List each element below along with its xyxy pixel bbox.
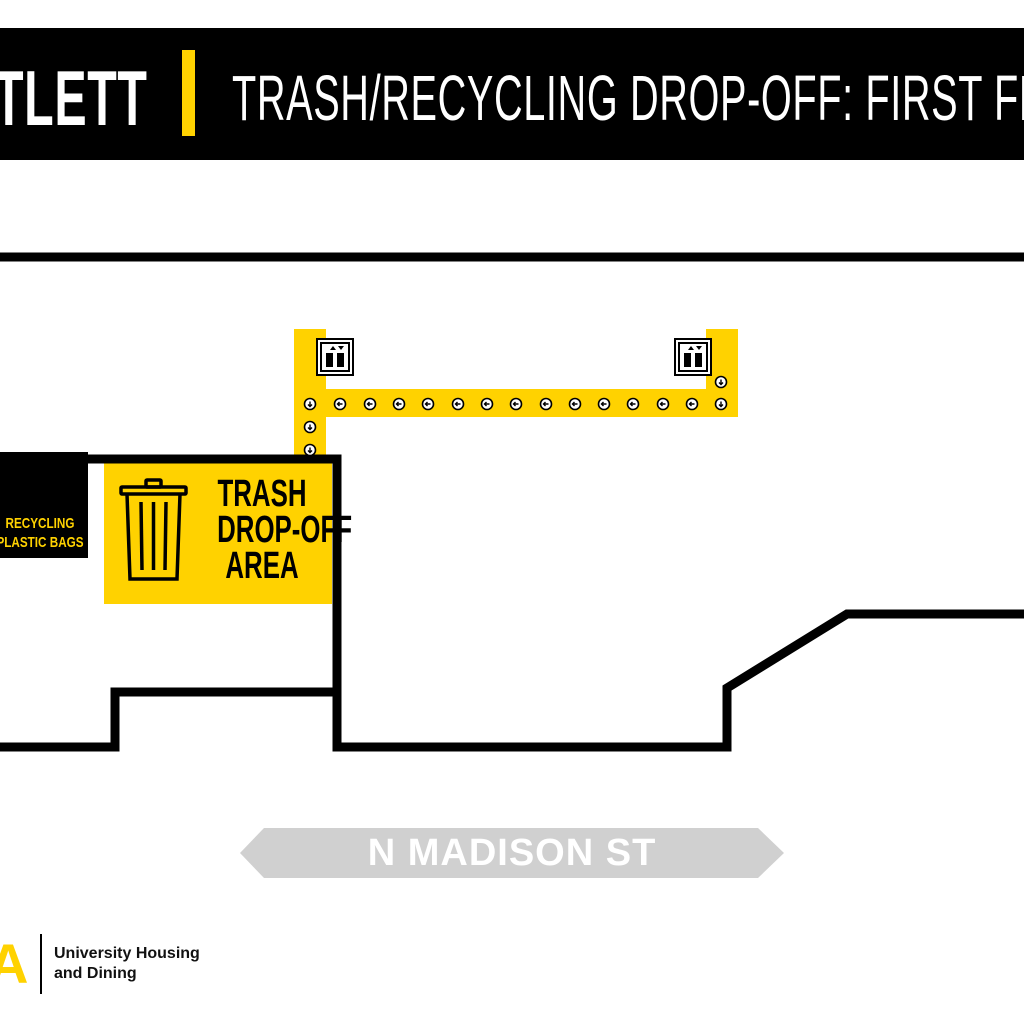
arrow-marker-icon: [714, 397, 728, 411]
logo-divider: [40, 934, 42, 994]
org-name-line-1: University Housing: [54, 945, 200, 962]
street-sign-shape: [240, 828, 784, 878]
arrow-marker-icon: [656, 397, 670, 411]
recycling-label-line-2: PLASTIC BAGS: [0, 534, 84, 551]
elevator-icon: [316, 338, 354, 376]
trash-can-icon: [119, 478, 188, 581]
trash-label-line-1: TRASH: [217, 473, 307, 515]
university-logo-icon: A: [0, 932, 29, 995]
page-title: TRASH/RECYCLING DROP-OFF: FIRST FLOOR: [232, 62, 1024, 134]
arrow-marker-icon: [626, 397, 640, 411]
recycling-panel: RECYCLING PLASTIC BAGS: [0, 452, 88, 558]
arrow-marker-icon: [539, 397, 553, 411]
trash-drop-off-label: TRASH DROP-OFF AREA: [217, 473, 353, 587]
wall-left-lower: [0, 687, 333, 752]
arrow-marker-icon: [685, 397, 699, 411]
arrow-marker-icon: [392, 397, 406, 411]
arrow-marker-icon: [421, 397, 435, 411]
trash-label-line-3: AREA: [225, 545, 299, 587]
header-divider: [182, 50, 195, 136]
arrow-marker-icon: [480, 397, 494, 411]
arrow-marker-icon: [303, 420, 317, 434]
building-walls: [0, 454, 1024, 752]
elevator-icon: [674, 338, 712, 376]
arrow-marker-icon: [303, 397, 317, 411]
arrow-marker-icon: [333, 397, 347, 411]
arrow-marker-icon: [714, 375, 728, 389]
arrow-marker-icon: [303, 443, 317, 457]
route-path: [294, 329, 738, 463]
arrow-marker-icon: [568, 397, 582, 411]
arrow-marker-icon: [451, 397, 465, 411]
org-name: University Housing and Dining: [54, 944, 200, 984]
recycling-label: RECYCLING PLASTIC BAGS: [0, 514, 87, 552]
header-banner: TLETT TRASH/RECYCLING DROP-OFF: FIRST FL…: [0, 28, 1024, 160]
building-name: TLETT: [0, 54, 148, 142]
trash-label-line-2: DROP-OFF: [217, 509, 353, 551]
arrow-marker-icon: [597, 397, 611, 411]
wall-room-outline: [88, 454, 1024, 752]
arrow-marker-icon: [509, 397, 523, 411]
org-name-line-2: and Dining: [54, 965, 137, 982]
route-markers: [303, 375, 728, 457]
street-name: N MADISON ST: [367, 832, 657, 874]
recycling-label-line-1: RECYCLING: [5, 515, 75, 532]
arrow-marker-icon: [363, 397, 377, 411]
